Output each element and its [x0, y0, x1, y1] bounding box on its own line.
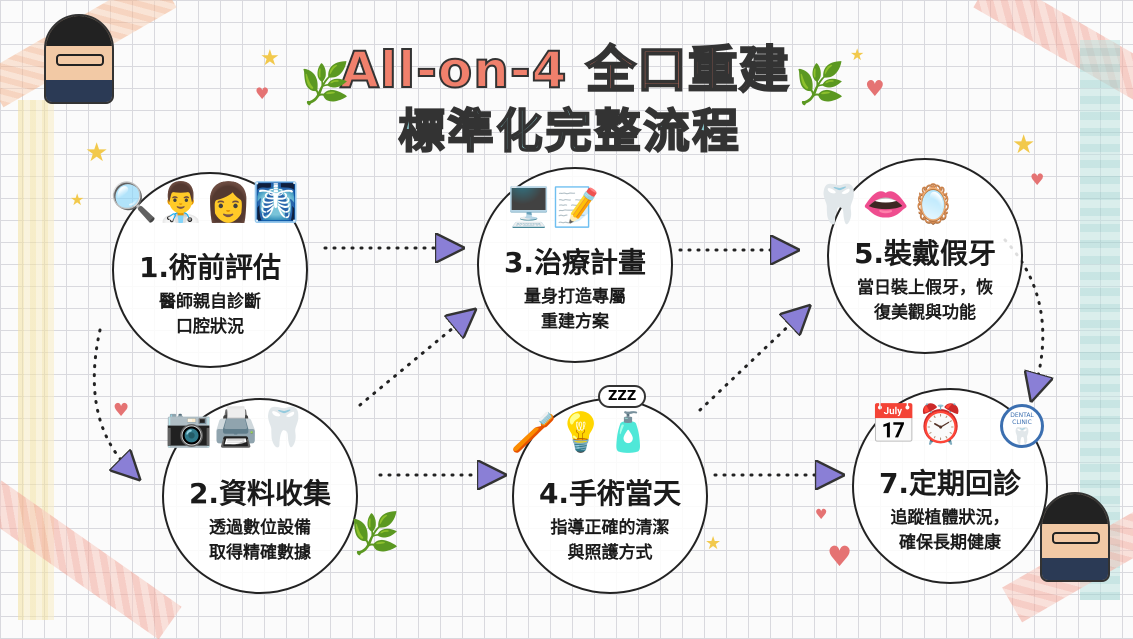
heart-icon: ♥	[815, 507, 828, 523]
heart-icon: ♥	[113, 400, 130, 421]
step-4-circle: 4.手術當天 指導正確的清潔 與照護方式	[512, 398, 708, 594]
surgery-icons: 🪥💡🧴	[510, 410, 652, 454]
step-desc: 指導正確的清潔	[550, 518, 670, 538]
doctor-avatar	[44, 14, 114, 104]
star-icon: ★	[850, 45, 865, 64]
leaf-branch-icon: 🌿	[350, 511, 400, 557]
page-subtitle: 標準化完整流程	[398, 103, 742, 159]
sleep-bubble: ZZZ	[598, 385, 647, 408]
step-desc: 口腔狀況	[176, 317, 244, 337]
step-2-circle: 2.資料收集 透過數位設備 取得精確數據	[162, 398, 358, 594]
star-icon: ★	[85, 138, 109, 168]
step-1-circle: 1.術前評估 醫師親自診斷 口腔狀況	[112, 172, 308, 368]
checkup-icons: 📅⏰	[870, 402, 965, 446]
step-desc: 追蹤植體狀況，	[890, 508, 1010, 528]
star-icon: ★	[260, 46, 280, 71]
step-desc: 透過數位設備	[209, 518, 311, 538]
star-icon: ★	[705, 533, 722, 554]
step-desc: 確保長期健康	[899, 533, 1001, 553]
step-desc: 醫師親自診斷	[159, 292, 261, 312]
equipment-icons: 📷🖨️🦷	[165, 405, 307, 449]
step-desc: 與照護方式	[567, 543, 653, 563]
consultation-icons: 🔍👨‍⚕️👩🩻	[110, 180, 300, 224]
step-5-circle: 5.裝戴假牙 當日裝上假牙，恢 復美觀與功能	[827, 158, 1023, 354]
step-title: 2.資料收集	[188, 477, 332, 510]
step-3-circle: 3.治療計畫 量身打造專屬 重建方案	[477, 167, 673, 363]
step-desc: 當日裝上假牙，恢	[857, 278, 993, 298]
step-desc: 復美觀與功能	[874, 303, 976, 323]
step-title: 3.治療計畫	[503, 246, 647, 279]
arrow-1-2	[92, 328, 130, 470]
step-title: 4.手術當天	[538, 477, 682, 510]
denture-icons: 🦷👄🪞	[815, 182, 957, 226]
planning-icons: 🖥️📝	[505, 185, 600, 229]
step-title: 7.定期回診	[878, 467, 1022, 500]
page-title: All-on-4 全口重建	[339, 40, 790, 100]
star-icon: ★	[1012, 130, 1036, 160]
heart-icon: ♥	[1030, 170, 1045, 189]
heart-icon: ♥	[255, 84, 270, 103]
heart-icon: ♥	[827, 540, 853, 573]
doctor-avatar	[1040, 492, 1110, 582]
step-desc: 重建方案	[541, 312, 609, 332]
step-desc: 取得精確數據	[209, 543, 311, 563]
step-title: 5.裝戴假牙	[853, 237, 997, 270]
arrow-2-3	[358, 318, 465, 407]
step-title: 1.術前評估	[138, 251, 282, 284]
heart-icon: ♥	[865, 77, 885, 102]
star-icon: ★	[70, 190, 85, 209]
step-desc: 量身打造專屬	[524, 287, 626, 307]
dental-clinic-badge: DENTAL CLINIC🦷	[1000, 404, 1044, 448]
leaf-branch-icon: 🌿	[795, 61, 845, 107]
arrow-4-5	[698, 315, 800, 412]
leaf-branch-icon: 🌿	[300, 61, 350, 107]
